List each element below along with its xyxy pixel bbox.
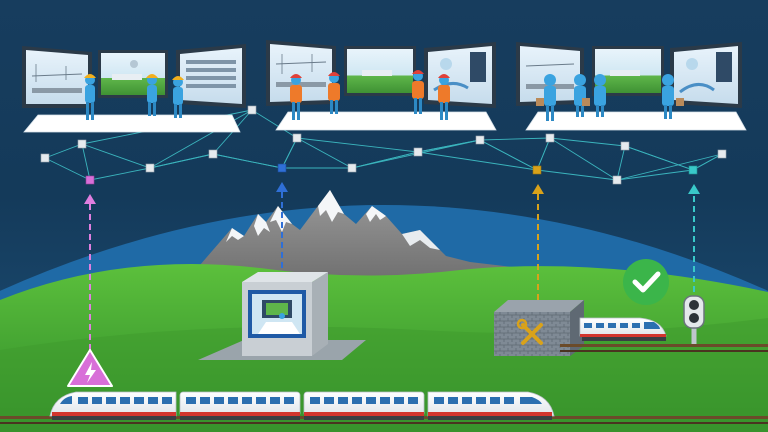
- network-node: [292, 133, 302, 143]
- signal-link-arrowhead: [688, 184, 700, 194]
- worker-figure: [536, 74, 556, 121]
- network-node-maintenance: [532, 165, 542, 175]
- railway-signal-icon: [683, 295, 705, 344]
- network-node: [612, 175, 622, 185]
- lightning-warning-icon: [67, 349, 113, 387]
- train-car-tail: [427, 391, 555, 420]
- station-building: [198, 272, 366, 360]
- network-links: [44, 109, 723, 181]
- train-short: [579, 317, 667, 341]
- network-node: [145, 163, 155, 173]
- network-node: [620, 141, 630, 151]
- platform-floor: [23, 114, 241, 133]
- worker-figure: [412, 70, 424, 114]
- control-room-left: [22, 44, 246, 133]
- worker-figure: [290, 74, 302, 120]
- network-node-signal: [688, 165, 698, 175]
- worker-figure: [146, 74, 158, 116]
- monitor-screen: [266, 40, 336, 106]
- worker-figure: [574, 74, 586, 117]
- monitor-screen: [176, 44, 246, 108]
- platform-floor: [525, 111, 747, 131]
- train-main: [49, 391, 555, 420]
- network-nodes: [40, 105, 727, 185]
- station-link-arrowhead: [276, 182, 288, 192]
- network-node: [717, 149, 727, 159]
- train-car: [179, 391, 301, 420]
- network-node: [545, 133, 555, 143]
- mountain-range: [200, 190, 640, 282]
- maintenance-link-arrowhead: [532, 184, 544, 194]
- control-room-right: [516, 42, 747, 131]
- control-room-center: [266, 40, 497, 131]
- checkmark-icon: [623, 259, 669, 305]
- rail-track-upper: [560, 344, 768, 352]
- network-node: [77, 139, 87, 149]
- monitor-screen: [592, 46, 664, 96]
- monitor-screen: [670, 42, 742, 108]
- worker-figure: [662, 74, 684, 119]
- network-node: [40, 153, 50, 163]
- network-node: [208, 149, 218, 159]
- monitor-screen: [98, 50, 168, 98]
- train-car: [303, 391, 425, 420]
- monitor-screen: [424, 42, 496, 108]
- network-node-station: [277, 163, 287, 173]
- worker-figure: [84, 74, 96, 120]
- network-node-power: [85, 175, 95, 185]
- network-node: [347, 163, 357, 173]
- platform-floor: [275, 111, 497, 131]
- train-car-lead: [49, 391, 177, 420]
- monitor-screen: [344, 46, 416, 96]
- network-node: [413, 147, 423, 157]
- worker-figure: [582, 74, 606, 117]
- network-node: [475, 135, 485, 145]
- network-node: [247, 105, 257, 115]
- monitor-screen: [22, 46, 92, 108]
- wrench-screwdriver-icon: [516, 318, 543, 345]
- worker-figure: [172, 76, 184, 118]
- worker-figure: [438, 74, 450, 120]
- worker-figure: [328, 72, 340, 114]
- power-link-arrowhead: [84, 194, 96, 204]
